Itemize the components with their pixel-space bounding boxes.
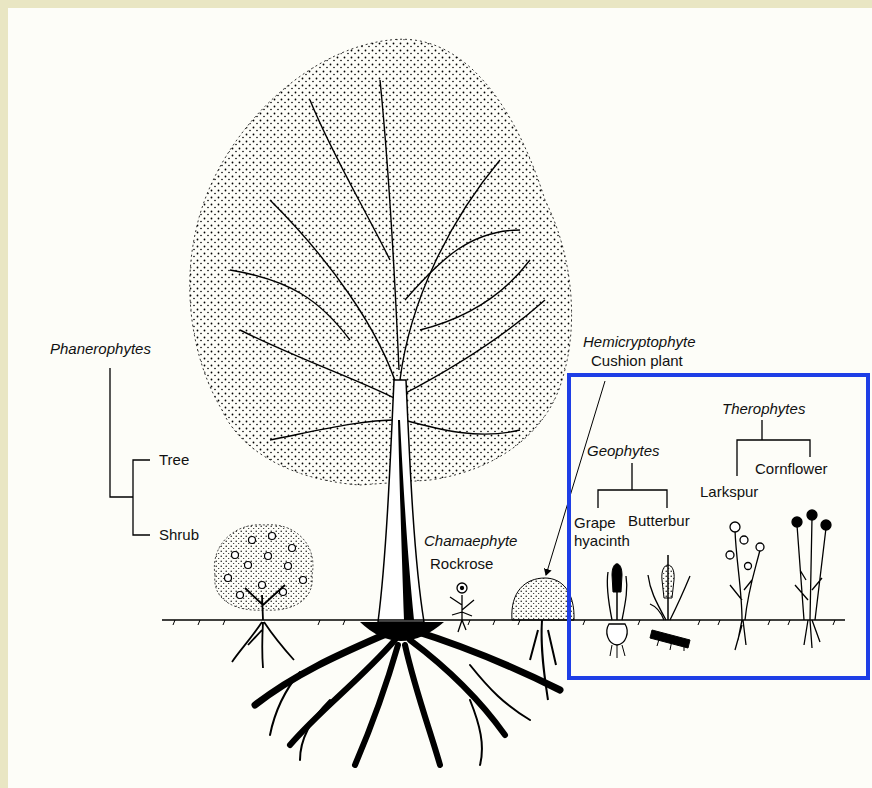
butterbur-figure — [662, 565, 674, 598]
tree-roots — [412, 630, 560, 690]
tree-crown — [230, 80, 545, 440]
tree-roots — [355, 645, 398, 765]
shrub-figure — [232, 622, 294, 668]
tree-crown — [270, 200, 398, 390]
tree-crown — [404, 420, 520, 434]
cornflower-figure — [821, 520, 831, 530]
larkspur-figure — [735, 620, 746, 650]
plant-name: Cornflower — [755, 460, 828, 478]
tree-trunk — [378, 380, 424, 622]
butterbur-figure — [648, 555, 690, 651]
cushion-plant-figure — [512, 578, 574, 620]
tree-crown — [190, 39, 572, 485]
larkspur-figure — [740, 536, 748, 544]
life-form-heading: Geophytes — [587, 442, 660, 460]
tree-roots — [290, 640, 395, 745]
shrub-figure — [232, 585, 294, 668]
larkspur-figure — [756, 543, 764, 551]
tree-crown — [240, 330, 398, 400]
ground-line — [173, 620, 835, 625]
shrub-figure — [265, 553, 272, 560]
shrub-figure — [237, 592, 244, 599]
larkspur-figure — [726, 551, 734, 559]
life-form-heading: Therophytes — [722, 400, 805, 418]
shrub-figure — [289, 545, 296, 552]
shrub-figure — [259, 582, 266, 589]
bracket — [598, 463, 667, 508]
shrub-figure — [225, 575, 232, 582]
tree-crown — [420, 260, 530, 330]
cornflower-figure — [795, 518, 826, 620]
tree-crown — [380, 80, 399, 370]
bracket — [133, 460, 150, 535]
grape-hyacinth-figure — [612, 564, 622, 592]
grape-hyacinth-figure — [607, 624, 627, 645]
larkspur-figure — [726, 522, 764, 650]
shrub-figure — [225, 533, 307, 599]
rockrose-figure — [457, 583, 467, 593]
shrub-figure — [214, 525, 313, 668]
shrub-figure — [249, 537, 256, 544]
cushion-plant-figure — [512, 578, 574, 700]
shrub-figure — [269, 533, 276, 540]
butterbur-figure — [648, 575, 690, 620]
life-form-heading: Phanerophytes — [50, 340, 151, 358]
larkspur-figure — [730, 522, 740, 532]
larkspur-figure — [726, 522, 764, 570]
bracket — [598, 463, 667, 508]
cornflower-figure — [792, 517, 802, 527]
shrub-figure — [232, 552, 239, 559]
rockrose-figure — [450, 595, 474, 620]
tree-crown — [230, 270, 350, 340]
rockrose-figure — [458, 620, 466, 632]
tree-roots — [470, 665, 530, 720]
cornflower-figure — [792, 510, 831, 648]
life-form-heading: Hemicryptophyte — [583, 333, 696, 351]
rockrose-figure — [461, 587, 464, 590]
shrub-figure — [285, 563, 292, 570]
tree-crown — [400, 160, 500, 380]
larkspur-figure — [745, 563, 752, 570]
tree-crown — [402, 300, 545, 395]
tree-roots — [300, 700, 330, 760]
tree-crown — [190, 39, 572, 485]
cushion-plant-figure — [530, 620, 556, 700]
cornflower-figure — [807, 510, 817, 520]
tree-crown — [310, 100, 390, 260]
highlight-frame: TherophytesGeophytesCornflowerLarkspurGr… — [567, 373, 870, 680]
life-form-heading: Chamaephyte — [424, 532, 517, 550]
cornflower-figure — [792, 510, 831, 530]
cornflower-figure — [804, 620, 820, 648]
larkspur-figure — [730, 530, 760, 620]
plant-name: Larkspur — [700, 483, 758, 501]
shrub-figure — [245, 585, 285, 620]
shrub-figure — [245, 562, 252, 569]
tree-roots — [270, 672, 300, 735]
plant-name: Cushion plant — [591, 352, 683, 370]
tree-trunk — [360, 380, 444, 641]
bracket — [110, 368, 133, 497]
bracket — [110, 368, 150, 535]
tree-trunk — [398, 420, 414, 620]
grape-hyacinth-figure — [610, 645, 625, 658]
grape-hyacinth-figure — [607, 572, 627, 620]
butterbur-figure — [657, 636, 684, 651]
plant-name: Butterbur — [628, 512, 690, 530]
shrub-figure — [300, 577, 307, 584]
tree-roots — [255, 630, 560, 765]
rockrose-figure — [450, 583, 474, 632]
tree-roots — [470, 700, 482, 765]
tree-roots — [410, 640, 505, 735]
plant-name: Shrub — [159, 526, 199, 544]
tree-roots — [255, 630, 395, 705]
tree-crown — [270, 420, 398, 440]
plant-name: Rockrose — [430, 555, 493, 573]
shrub-figure — [214, 525, 313, 610]
plant-name: Tree — [159, 451, 189, 469]
grape-hyacinth-figure — [607, 564, 627, 658]
